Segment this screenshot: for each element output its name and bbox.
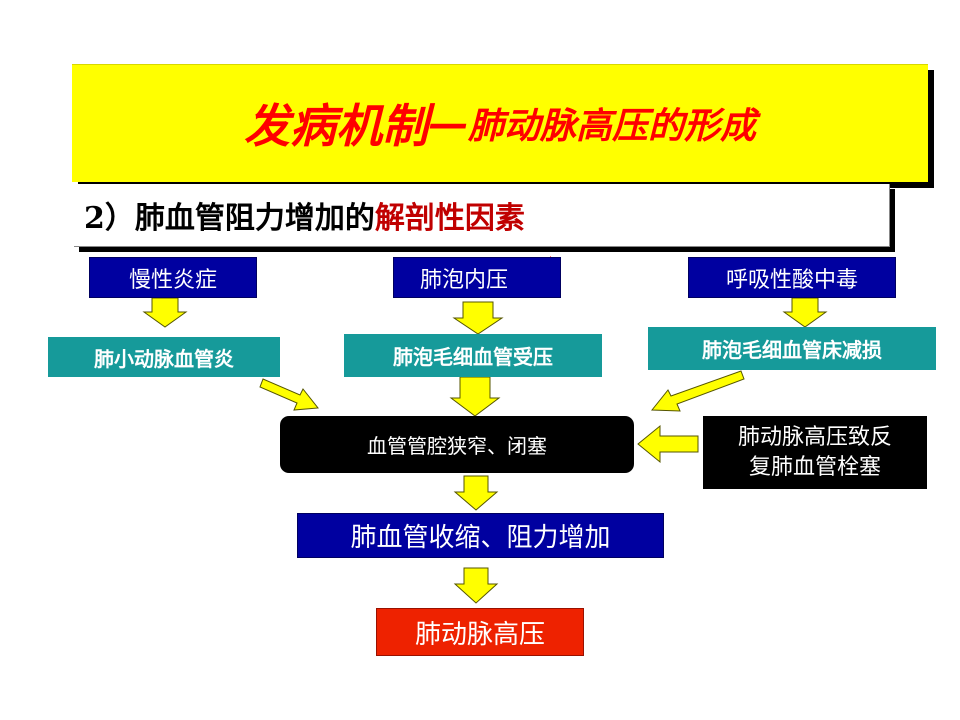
page-title: 发病机制 — 肺动脉高压的形成 [72, 64, 928, 182]
embolism-line-1: 肺动脉高压致反 [737, 424, 892, 450]
arteritis-box: 肺小动脉血管炎 [48, 337, 280, 377]
alveolar-pressure-label: 肺泡内压 [419, 267, 508, 293]
title-dash: — [427, 99, 468, 147]
arrow-down-icon [453, 567, 499, 604]
subtitle-prefix: 2）肺血管阻力增加的 [84, 201, 375, 236]
arrow-diagonal-icon [259, 378, 319, 411]
chronic-inflammation-box: 慢性炎症 [89, 257, 257, 298]
embolism-box: 肺动脉高压致反 复肺血管栓塞 [703, 416, 927, 489]
arrow-down-icon [142, 297, 188, 328]
capillary-compression-box: 肺泡毛细血管受压 [344, 334, 602, 377]
arrow-diagonal-icon [650, 370, 745, 412]
alveolar-pressure-box: 肺泡内压 [393, 257, 561, 298]
arrow-down-icon [449, 376, 501, 417]
respiratory-acidosis-box: 呼吸性酸中毒 [688, 257, 896, 298]
arrow-down-icon [452, 301, 504, 335]
arrow-down-icon [782, 297, 828, 328]
title-banner [72, 64, 928, 182]
arrow-left-icon [637, 424, 699, 464]
subtitle-highlight: 解剖性因素 [374, 201, 525, 236]
title-sub: 肺动脉高压的形成 [467, 105, 756, 147]
lumen-narrowing-box: 血管管腔狭窄、闭塞 [280, 416, 634, 473]
pulmonary-hypertension-box: 肺动脉高压 [376, 608, 584, 656]
subtitle-box [74, 184, 890, 247]
resistance-box: 肺血管收缩、阻力增加 [297, 513, 664, 558]
arrow-down-icon [453, 475, 499, 511]
capillary-bed-loss-box: 肺泡毛细血管床减损 [648, 327, 936, 370]
subtitle: 2）肺血管阻力增加的解剖性因素 [84, 190, 525, 240]
embolism-line-2: 复肺血管栓塞 [748, 454, 881, 480]
title-main: 发病机制 [243, 99, 428, 153]
